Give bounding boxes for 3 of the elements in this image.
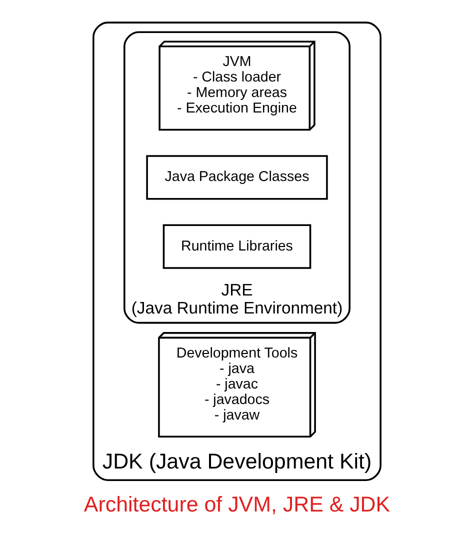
node-box: Runtime Libraries: [162, 224, 312, 269]
node-box: Java Package Classes: [146, 155, 328, 200]
caption: Architecture of JVM, JRE & JDK: [84, 492, 390, 517]
